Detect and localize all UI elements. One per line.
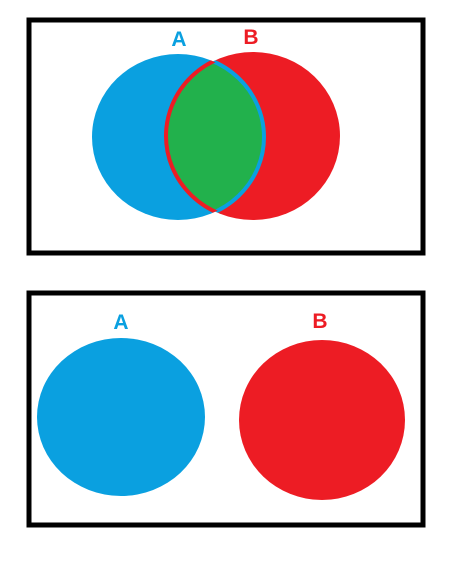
set-a-circle (37, 338, 205, 496)
set-b-label: B (243, 26, 258, 49)
set-b-circle (239, 340, 405, 500)
set-a-label: A (171, 28, 186, 51)
disjoint-panel: A B (26, 290, 426, 528)
set-b-label: B (312, 310, 327, 333)
overlapping-panel-frame (26, 17, 426, 256)
overlapping-panel: A B (26, 17, 426, 256)
set-a-label: A (113, 311, 128, 334)
disjoint-panel-frame (26, 290, 426, 528)
intersection-region (166, 54, 264, 220)
set-b-boundary (164, 54, 264, 220)
